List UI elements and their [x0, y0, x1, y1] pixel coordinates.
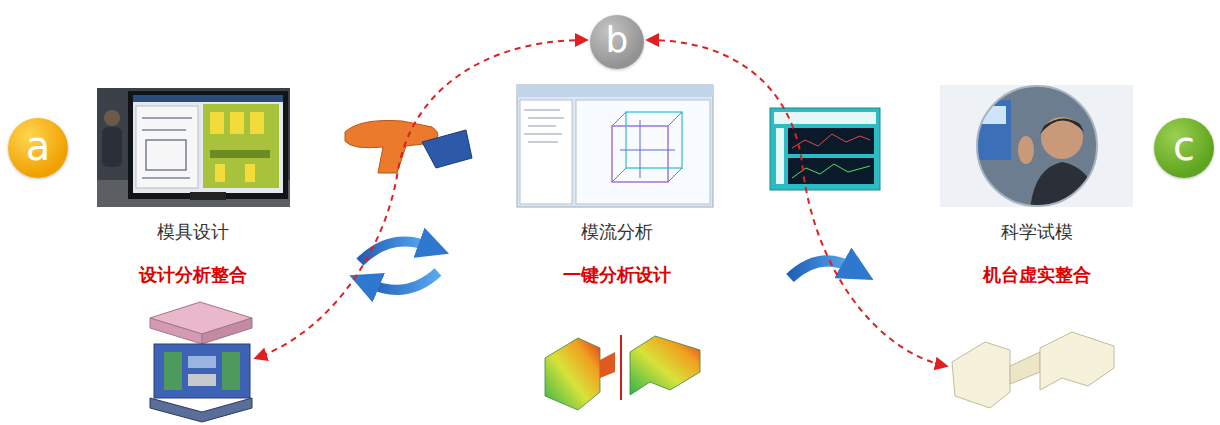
- design-screenshot-shape: [203, 104, 279, 188]
- forward-arrow: [790, 261, 852, 278]
- mold-assembly: [150, 302, 252, 422]
- design-screenshot-shape: [136, 106, 198, 188]
- design-screenshot-shape: [146, 140, 186, 170]
- mold-assembly-shape: [150, 398, 252, 422]
- analysis-screenshot-shape: [620, 150, 675, 151]
- mold-assembly-shape: [154, 344, 250, 398]
- analysis-screenshot-shape: [517, 85, 713, 97]
- machine-screen-shape: [788, 158, 874, 184]
- stage-panel: 科学试模机台虚实整合: [935, 88, 1140, 293]
- dashed-flow-shape: [256, 40, 586, 358]
- stage-letter: b: [606, 22, 629, 62]
- trial-photo-shape-shape: [980, 106, 1006, 124]
- analysis-screenshot-shape: [528, 118, 564, 119]
- analysis-screenshot-shape: [668, 168, 682, 182]
- stage-title: 科学试模: [935, 220, 1140, 244]
- design-screenshot-shape: [245, 164, 255, 182]
- stage-letter: a: [26, 126, 51, 170]
- stage-title: 模具设计: [91, 220, 296, 244]
- analysis-screenshot-shape: [520, 100, 572, 204]
- flow-result-part-shape: [630, 336, 700, 395]
- flow-result-part: [545, 335, 700, 410]
- machine-screen-shape: [792, 134, 870, 148]
- stage-feature: 一键分析设计: [515, 263, 720, 287]
- analysis-screenshot-shape: [524, 134, 562, 135]
- stage-feature: 设计分析整合: [91, 263, 296, 287]
- trial-photo-shape-shape: [1018, 136, 1034, 164]
- trial-photo-shape-shape: [1030, 162, 1100, 210]
- design-screenshot-shape: [97, 88, 290, 207]
- design-screenshot-shape: [210, 150, 270, 158]
- design-screenshot-shape: [142, 117, 192, 119]
- analysis-screenshot-shape: [517, 85, 713, 207]
- molded-part: [952, 332, 1114, 408]
- cycle-arrows-shape: [360, 242, 428, 262]
- analysis-screenshot: [517, 85, 713, 207]
- flow-result-part-shape: [545, 338, 600, 410]
- mold-assembly-shape: [188, 374, 216, 386]
- stage-badge: b: [590, 15, 644, 69]
- trial-photo-shape-shape: [1041, 117, 1083, 159]
- machine-screen-shape: [770, 108, 880, 190]
- drill-part: [345, 120, 472, 173]
- molded-part-shape: [1040, 332, 1114, 390]
- molded-part-shape: [952, 342, 1010, 408]
- cycle-arrows-shape: [370, 272, 438, 290]
- machine-screen-shape: [788, 128, 874, 154]
- analysis-screenshot-shape: [612, 168, 626, 182]
- flow-result-part-shape: [620, 335, 622, 400]
- flow-result-part-shape: [600, 352, 615, 378]
- analysis-screenshot-shape: [524, 110, 560, 111]
- stage-letter: c: [1173, 126, 1195, 170]
- mold-assembly-shape: [188, 356, 216, 368]
- mold-assembly-shape: [164, 352, 182, 390]
- design-screenshot-shape: [128, 91, 288, 199]
- design-screenshot-shape: [142, 177, 190, 179]
- design-screenshot-shape: [210, 112, 224, 134]
- design-screenshot-shape: [133, 95, 283, 102]
- trial-photo-shape: [977, 86, 1097, 206]
- stage-title: 模流分析: [515, 220, 720, 244]
- stage-panel: 模具设计设计分析整合: [91, 88, 296, 293]
- stage-feature: 机台虚实整合: [935, 263, 1140, 287]
- dashed-flow-shape: [648, 40, 946, 366]
- stage-panel: 模流分析一键分析设计: [515, 88, 720, 293]
- machine-screen: [770, 108, 880, 190]
- analysis-screenshot-shape: [612, 112, 626, 126]
- design-screenshot-shape: [215, 164, 225, 182]
- design-screenshot-shape: [230, 112, 244, 134]
- analysis-screenshot-shape: [576, 100, 710, 204]
- trial-photo-shape: [975, 84, 1100, 210]
- design-screenshot-shape: [133, 95, 283, 193]
- mold-assembly-shape: [202, 318, 252, 344]
- trial-photo-shape-shape: [975, 100, 1011, 160]
- design-screenshot-shape: [142, 129, 186, 131]
- analysis-screenshot-shape: [640, 120, 641, 178]
- analysis-screenshot-shape: [668, 112, 682, 126]
- molded-part-shape: [1010, 352, 1040, 384]
- forward-arrow-shape: [790, 261, 852, 278]
- analysis-screenshot-shape: [528, 126, 556, 127]
- design-screenshot-shape: [102, 127, 122, 167]
- dashed-flow: [256, 40, 946, 366]
- machine-screen-shape: [776, 128, 784, 184]
- analysis-screenshot-shape: [626, 112, 682, 168]
- mold-assembly-shape: [150, 318, 202, 344]
- design-screenshot-shape: [250, 112, 264, 134]
- trial-photo-shape-shape: [1040, 118, 1084, 134]
- design-screenshot-shape: [104, 110, 120, 126]
- trial-photo: [940, 84, 1133, 210]
- design-screenshot: [97, 88, 290, 207]
- mold-assembly-shape: [222, 352, 240, 390]
- stage-badge: a: [8, 118, 68, 178]
- analysis-screenshot-shape: [528, 142, 558, 143]
- stage-badge: c: [1154, 118, 1214, 178]
- drill-part-shape: [422, 130, 472, 168]
- design-screenshot-shape: [190, 192, 226, 200]
